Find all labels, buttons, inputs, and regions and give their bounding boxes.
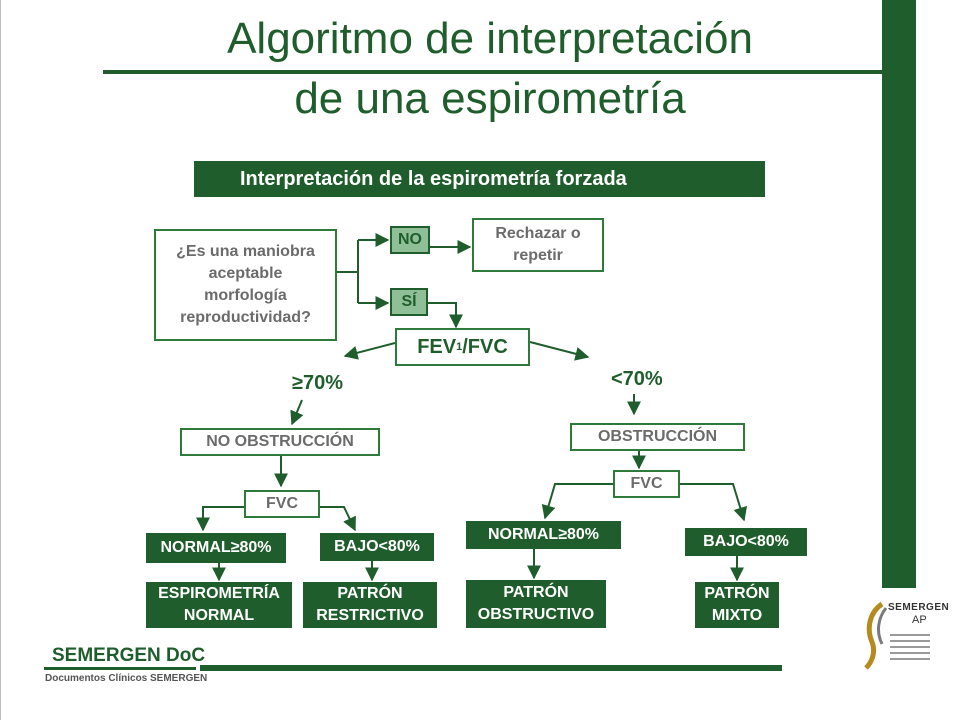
ratio-sub: 1 bbox=[456, 341, 463, 353]
question-line: aceptable bbox=[208, 265, 283, 282]
footer-brand: SEMERGEN DoC bbox=[52, 645, 206, 666]
slide-title-line2: de una espirometría bbox=[294, 74, 686, 123]
no-tag: NO bbox=[390, 226, 430, 254]
title-rule bbox=[103, 70, 915, 74]
reject-line: repetir bbox=[513, 247, 563, 264]
reject-box: Rechazar o repetir bbox=[472, 218, 604, 272]
footer-subtitle: Documentos Clínicos SEMERGEN bbox=[45, 673, 208, 684]
normal-right-box: NORMAL≥80% bbox=[466, 521, 621, 549]
bajo-left-box: BAJO<80% bbox=[320, 533, 434, 561]
result-line: PATRÓN bbox=[704, 585, 770, 602]
fvc-left-box: FVC bbox=[244, 490, 320, 518]
si-tag: SÍ bbox=[390, 288, 428, 316]
right-accent-bar bbox=[882, 0, 916, 588]
normal-left-box: NORMAL≥80% bbox=[146, 533, 286, 563]
result-line: PATRÓN bbox=[503, 584, 569, 601]
question-line: reproductividad? bbox=[180, 309, 311, 326]
result-line: MIXTO bbox=[711, 607, 763, 624]
ratio-main: FEV bbox=[417, 336, 457, 358]
bottom-rule bbox=[200, 665, 782, 671]
result-mixed-box: PATRÓN MIXTO bbox=[695, 582, 779, 628]
question-line: ¿Es una maniobra bbox=[176, 243, 315, 260]
obstruction-box: OBSTRUCCIÓN bbox=[570, 423, 745, 451]
fvc-right-box: FVC bbox=[613, 470, 680, 498]
result-obstructive-box: PATRÓN OBSTRUCTIVO bbox=[466, 580, 606, 628]
reject-line: Rechazar o bbox=[495, 225, 581, 242]
bajo-right-box: BAJO<80% bbox=[685, 528, 807, 556]
slide-title-line1: Algoritmo de interpretación bbox=[227, 14, 753, 63]
question-line: morfología bbox=[204, 287, 287, 304]
result-line: NORMAL bbox=[183, 607, 255, 624]
ge70-label: ≥70% bbox=[292, 372, 344, 394]
ratio-rest: /FVC bbox=[462, 336, 508, 358]
logo-name: SEMERGEN bbox=[888, 602, 950, 613]
result-restrictive-box: PATRÓN RESTRICTIVO bbox=[303, 582, 437, 628]
result-line: ESPIROMETRÍA bbox=[158, 585, 280, 602]
result-line: PATRÓN bbox=[337, 585, 403, 602]
result-normal-box: ESPIROMETRÍA NORMAL bbox=[146, 582, 292, 628]
logo-lines bbox=[890, 630, 930, 664]
semergen-logo-icon bbox=[864, 601, 888, 670]
footer-divider bbox=[44, 667, 196, 670]
lt70-label: <70% bbox=[611, 368, 663, 390]
no-obstruction-box: NO OBSTRUCCIÓN bbox=[180, 428, 380, 456]
result-line: RESTRICTIVO bbox=[316, 607, 424, 624]
diagram-header: Interpretación de la espirometría forzad… bbox=[194, 161, 765, 197]
slide-edge bbox=[0, 0, 1, 720]
logo-suffix: AP bbox=[912, 614, 927, 626]
result-line: OBSTRUCTIVO bbox=[477, 606, 595, 623]
question-box: ¿Es una maniobra aceptable morfología re… bbox=[154, 229, 337, 341]
